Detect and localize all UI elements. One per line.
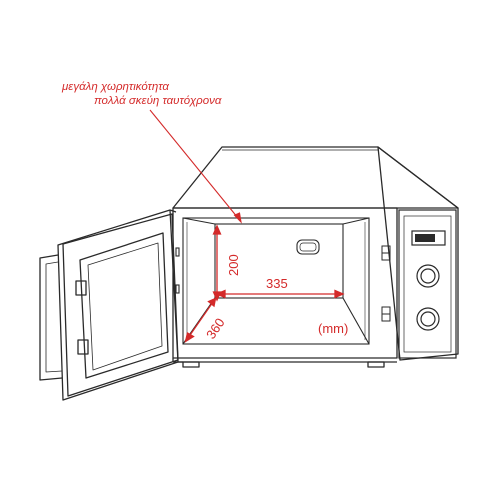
width-label: 335 — [266, 276, 288, 291]
annotation-line-1: μεγάλη χωρητικότητα — [61, 81, 169, 93]
door-edge — [62, 213, 179, 397]
top-panel — [172, 146, 459, 209]
door-window — [79, 232, 169, 379]
display-window — [411, 230, 446, 246]
foot-left — [182, 361, 200, 368]
open-door — [39, 209, 183, 401]
annotation-leader — [149, 109, 242, 224]
annotation-line-2: πολλά σκεύη ταυτόχρονα — [94, 95, 222, 107]
right-side — [377, 146, 459, 361]
door-outer — [57, 209, 179, 401]
cavity-outer — [182, 217, 370, 345]
cavity-back — [214, 223, 344, 299]
front-frame — [172, 207, 398, 359]
control-panel — [398, 209, 457, 359]
height-label: 200 — [226, 254, 241, 276]
power-knob[interactable] — [416, 307, 440, 331]
depth-label: 360 — [203, 315, 228, 341]
control-panel-frame — [398, 209, 457, 359]
latch-receivers — [381, 245, 391, 322]
microwave-body — [172, 146, 459, 368]
unit-label: (mm) — [318, 321, 348, 336]
foot-right — [367, 361, 385, 368]
depth-arrow — [187, 301, 214, 339]
timer-knob[interactable] — [416, 264, 440, 288]
dimension-lines — [184, 224, 345, 343]
door-handle[interactable] — [39, 254, 63, 381]
cavity-light — [296, 239, 320, 255]
